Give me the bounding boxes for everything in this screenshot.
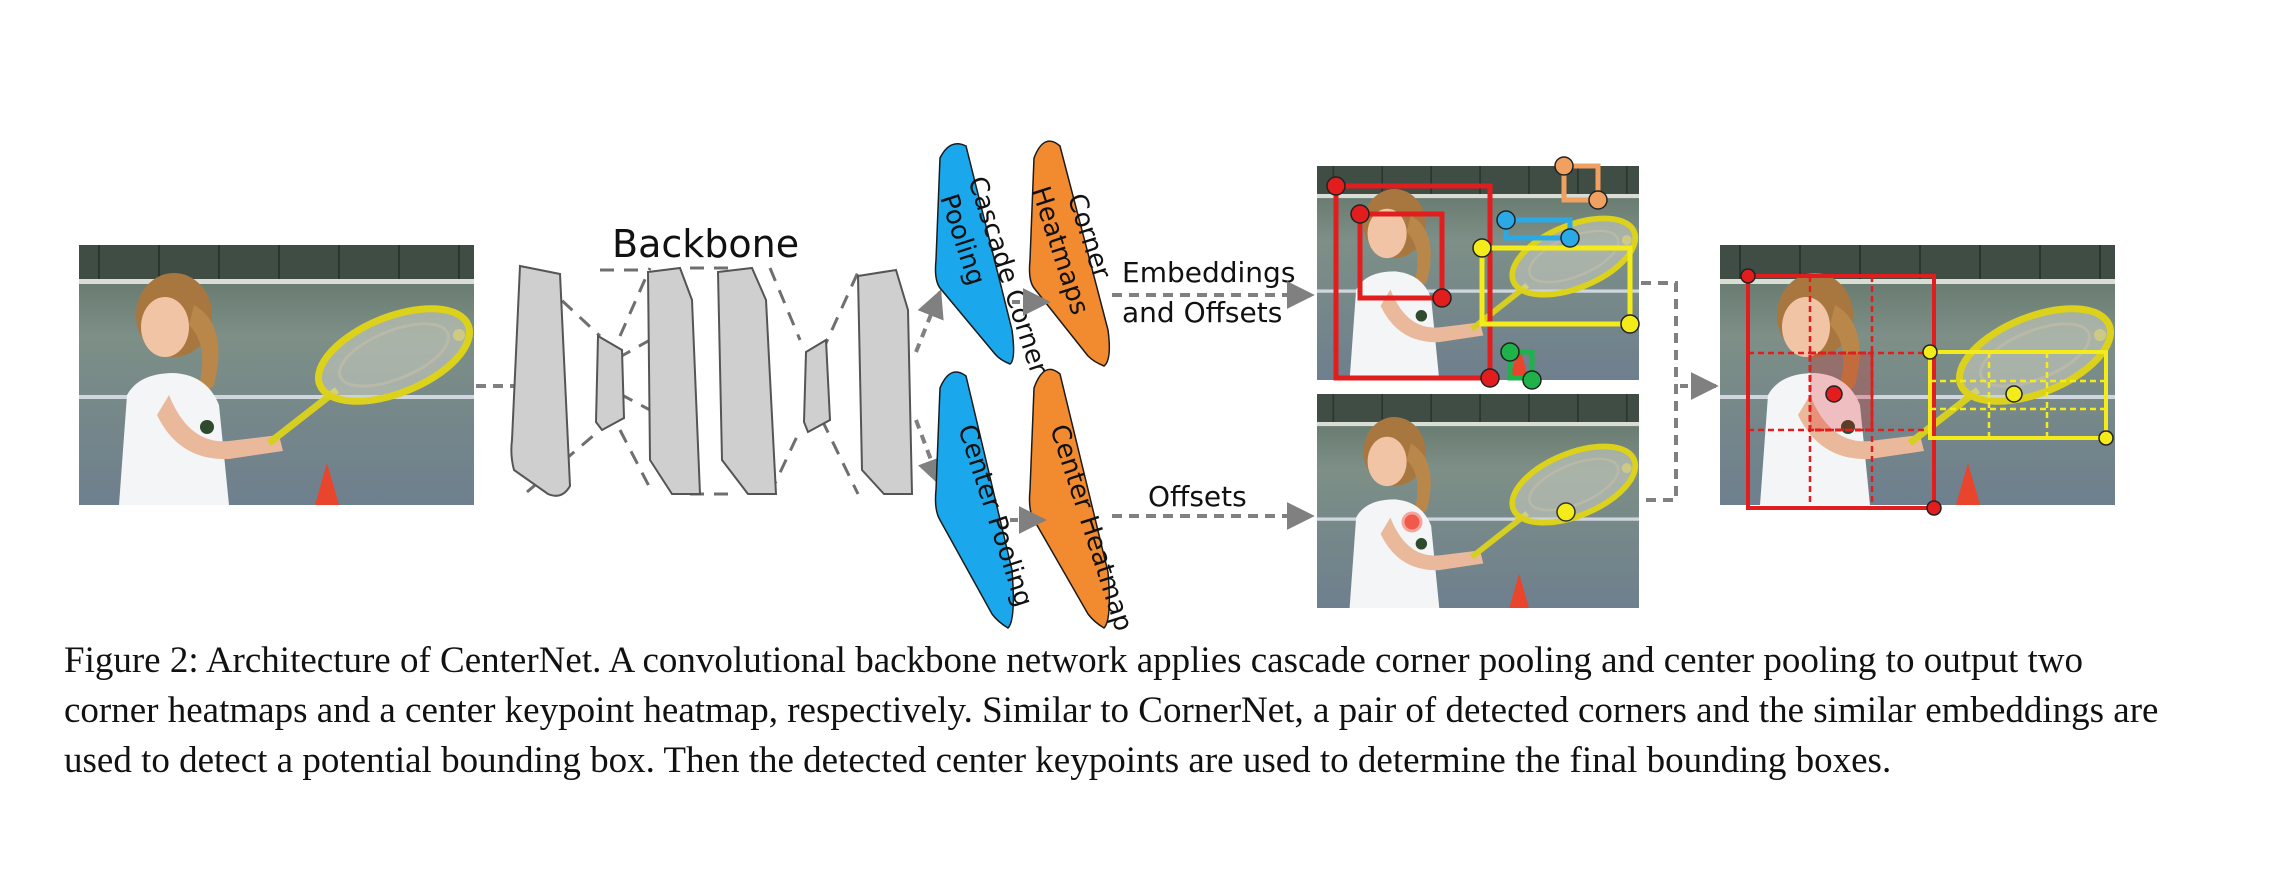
backbone: Backbone	[510, 222, 914, 497]
merge-arrows	[1641, 281, 1678, 502]
arrow-backbone-to-cascade-pooling	[914, 289, 944, 353]
backbone-label: Backbone	[612, 222, 799, 266]
center-keypoints-image	[1317, 394, 1646, 608]
architecture-figure: Backbone Cascade Corner Pooling Corner H…	[0, 140, 2278, 635]
corner-heatmaps-block: Corner Heatmaps	[1025, 140, 1117, 367]
center-pooling-block: Center Pooling	[934, 371, 1039, 629]
embeddings-label-1: Embeddings	[1122, 256, 1295, 289]
input-image	[79, 245, 482, 505]
embeddings-label-2: and Offsets	[1122, 296, 1282, 329]
final-output-image	[1720, 245, 2123, 516]
corner-detections-image	[1317, 156, 1640, 390]
offsets-label: Offsets	[1148, 480, 1247, 513]
center-heatmap-block: Center Heatmap	[1028, 368, 1138, 635]
figure-caption: Figure 2: Architecture of CenterNet. A c…	[64, 640, 2159, 781]
